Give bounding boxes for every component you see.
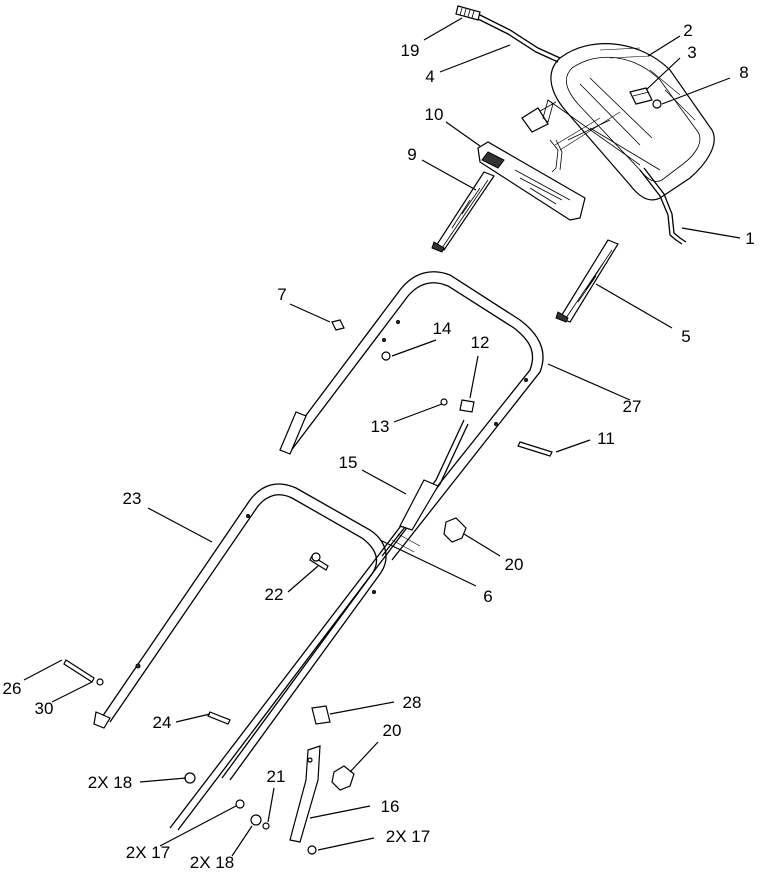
- callout-13: 13: [371, 417, 390, 436]
- callout-24: 24: [153, 713, 172, 732]
- callout-15: 15: [339, 453, 358, 472]
- handle-cover-right: [555, 239, 619, 323]
- callout-17b: 2X 17: [386, 827, 430, 846]
- hardware: [63, 319, 553, 855]
- callout-11: 11: [597, 429, 615, 448]
- handle-cover-left: [431, 171, 495, 253]
- callout-14: 14: [433, 319, 452, 338]
- callout-16: 16: [381, 797, 400, 816]
- callout-17a: 2X 17: [126, 843, 170, 862]
- leader-lines: [23, 17, 741, 857]
- callout-20b: 20: [383, 721, 402, 740]
- callout-9: 9: [407, 145, 416, 164]
- callout-19: 19: [401, 41, 420, 60]
- callout-12: 12: [471, 333, 490, 352]
- callout-3: 3: [687, 43, 696, 62]
- callout-labels: 1 2 3 4 5 6 7 8 9 10 11 12 13 14 15 16 2…: [3, 21, 755, 872]
- callout-6: 6: [483, 587, 492, 606]
- control-bail-assembly: [455, 5, 715, 245]
- callout-18b: 2X 18: [190, 853, 234, 872]
- callout-8: 8: [739, 63, 748, 82]
- callout-2: 2: [683, 21, 692, 40]
- callout-7: 7: [277, 285, 286, 304]
- callout-5: 5: [681, 327, 690, 346]
- callout-4: 4: [425, 67, 434, 86]
- upper-handle: [279, 271, 544, 561]
- callout-21: 21: [267, 767, 286, 786]
- callout-28: 28: [403, 693, 422, 712]
- callout-1: 1: [745, 229, 754, 248]
- callout-18a: 2X 18: [88, 773, 132, 792]
- callout-10: 10: [425, 105, 444, 124]
- control-cable: [169, 419, 469, 831]
- callout-26: 26: [3, 679, 22, 698]
- callout-27: 27: [623, 397, 642, 416]
- lower-handle: [93, 483, 387, 781]
- control-panel-decal: [477, 141, 586, 221]
- callout-22: 22: [265, 585, 284, 604]
- callout-23: 23: [123, 489, 142, 508]
- callout-30: 30: [35, 699, 54, 718]
- callout-20a: 20: [505, 555, 524, 574]
